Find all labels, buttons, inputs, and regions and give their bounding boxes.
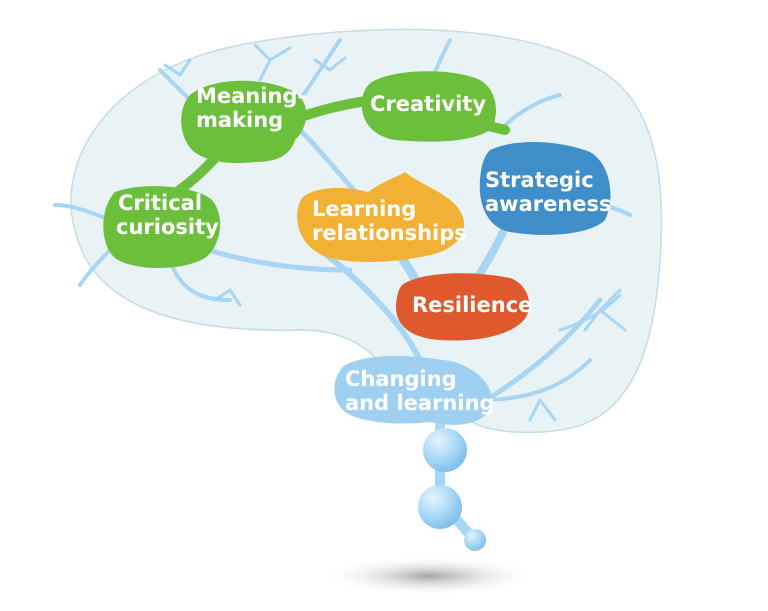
learning-relationships-label-line2: relationships [312,221,467,245]
node-resilience: Resilience [395,273,532,341]
critical-curiosity-blob [103,186,221,269]
changing-and-learning-blob [334,356,492,425]
strategic-awareness-label-line2: awareness [485,192,612,216]
neuron-stem [418,415,486,551]
node-creativity: Creativity [361,71,510,142]
node-critical-curiosity: Critical curiosity [103,186,221,269]
creativity-blob [361,71,496,142]
meaning-making-label-line2: making [196,108,283,132]
learning-relationships-label-line1: Learning [312,197,416,221]
meaning-making-label-line1: Meaning- [196,84,306,108]
meaning-making-blob [181,80,307,164]
resilience-label: Resilience [412,293,532,317]
strategic-awareness-label-line1: Strategic [485,168,594,192]
critical-curiosity-label-line2: curiosity [116,215,219,239]
node-strategic-awareness: Strategic awareness [479,141,612,235]
changing-and-learning-label-line1: Changing [345,367,457,391]
changing-and-learning-label-line2: and learning [345,391,495,415]
critical-curiosity-label-line1: Critical [118,191,202,215]
node-meaning-making: Meaning- making [160,80,377,205]
floor-shadow [320,556,540,596]
node-changing-and-learning: Changing and learning [334,356,495,425]
creativity-label: Creativity [370,92,486,116]
learning-relationships-blob [297,172,465,262]
strategic-awareness-blob [479,141,611,235]
resilience-blob [395,273,530,341]
node-learning-relationships: Learning relationships [297,172,467,262]
